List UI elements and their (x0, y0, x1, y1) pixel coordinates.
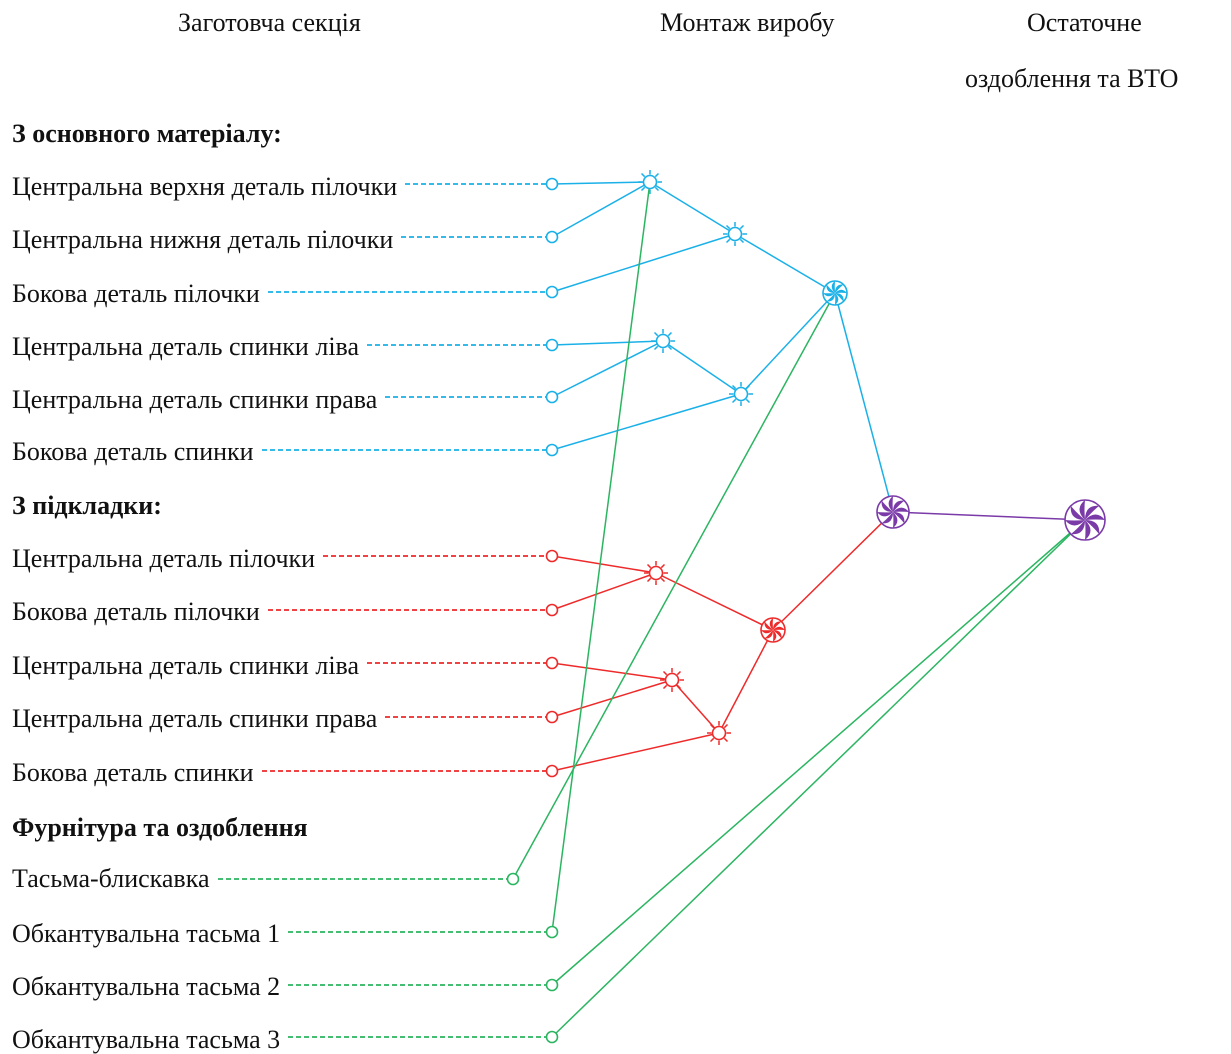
open-circle-icon (545, 603, 559, 617)
main-item-label: Бокова деталь пілочки (12, 279, 260, 308)
sun-icon (707, 721, 731, 745)
flow-line (551, 519, 1086, 986)
flow-line (655, 572, 774, 631)
fittings-item-label: Обкантувальна тасьма 1 (12, 919, 281, 948)
flow-line (551, 393, 742, 451)
main-item-label: Центральна деталь спинки права (12, 385, 378, 414)
sun-icon (638, 170, 662, 194)
flow-line (734, 233, 836, 294)
open-circle-icon (545, 390, 559, 404)
swirl-icon (1064, 499, 1106, 541)
flow-line (834, 292, 894, 513)
header-preparation-section: Заготовча секція (178, 8, 361, 37)
open-circle-icon (545, 978, 559, 992)
section-fittings: Фурнітура та оздоблення (12, 813, 308, 842)
flow-line (551, 233, 736, 293)
section-main-material: З основного матеріалу: (12, 119, 282, 148)
fittings-item-label: Обкантувальна тасьма 2 (12, 972, 281, 1001)
flow-line (892, 511, 1086, 521)
open-circle-icon (545, 338, 559, 352)
lining-item-label: Центральна деталь спинки права (12, 704, 378, 733)
header-final-finishing-line2: оздоблення та ВТО (965, 64, 1179, 93)
open-circle-icon (545, 656, 559, 670)
header-final-finishing-line1: Остаточне (1027, 8, 1142, 37)
open-circle-icon (545, 177, 559, 191)
main-item-label: Центральна нижня деталь пілочки (12, 225, 394, 254)
flow-line (772, 511, 894, 631)
open-circle-icon (545, 285, 559, 299)
flow-line (551, 662, 673, 681)
main-item-label: Центральна верхня деталь пілочки (12, 172, 398, 201)
open-circle-icon (545, 764, 559, 778)
flow-line (662, 340, 742, 395)
flow-line (718, 629, 774, 734)
swirl-icon (876, 495, 910, 529)
fittings-item-label: Обкантувальна тасьма 3 (12, 1025, 281, 1054)
open-circle-icon (545, 710, 559, 724)
swirl-icon (760, 617, 786, 643)
sun-icon (723, 222, 747, 246)
open-circle-icon (545, 230, 559, 244)
main-item-label: Бокова деталь спинки (12, 437, 254, 466)
flow-line (551, 181, 651, 238)
flow-line (551, 572, 657, 611)
flow-line (512, 292, 836, 880)
lining-item-label: Центральна деталь спинки ліва (12, 651, 360, 680)
main-item-label: Центральна деталь спинки ліва (12, 332, 360, 361)
flow-line (551, 519, 1086, 1038)
open-circle-icon (545, 549, 559, 563)
section-lining: З підкладки: (12, 491, 162, 520)
flow-line (551, 181, 651, 185)
lining-item-label: Центральна деталь пілочки (12, 544, 316, 573)
flow-line (551, 555, 657, 574)
open-circle-icon (545, 1030, 559, 1044)
sun-icon (644, 561, 668, 585)
flow-line (551, 340, 664, 398)
open-circle-icon (545, 443, 559, 457)
sun-icon (660, 668, 684, 692)
swirl-icon (822, 280, 848, 306)
flow-line (551, 732, 720, 772)
flow-line (551, 340, 664, 346)
open-circle-icon (545, 925, 559, 939)
lining-item-label: Бокова деталь пілочки (12, 597, 260, 626)
flow-line (551, 181, 651, 933)
open-circle-icon (506, 872, 520, 886)
header-product-assembly: Монтаж виробу (660, 8, 835, 37)
lining-item-label: Бокова деталь спинки (12, 758, 254, 787)
flow-line (649, 181, 736, 235)
fittings-item-label: Тасьма-блискавка (12, 864, 210, 893)
sun-icon (651, 329, 675, 353)
flow-line (740, 292, 836, 395)
sun-icon (729, 382, 753, 406)
